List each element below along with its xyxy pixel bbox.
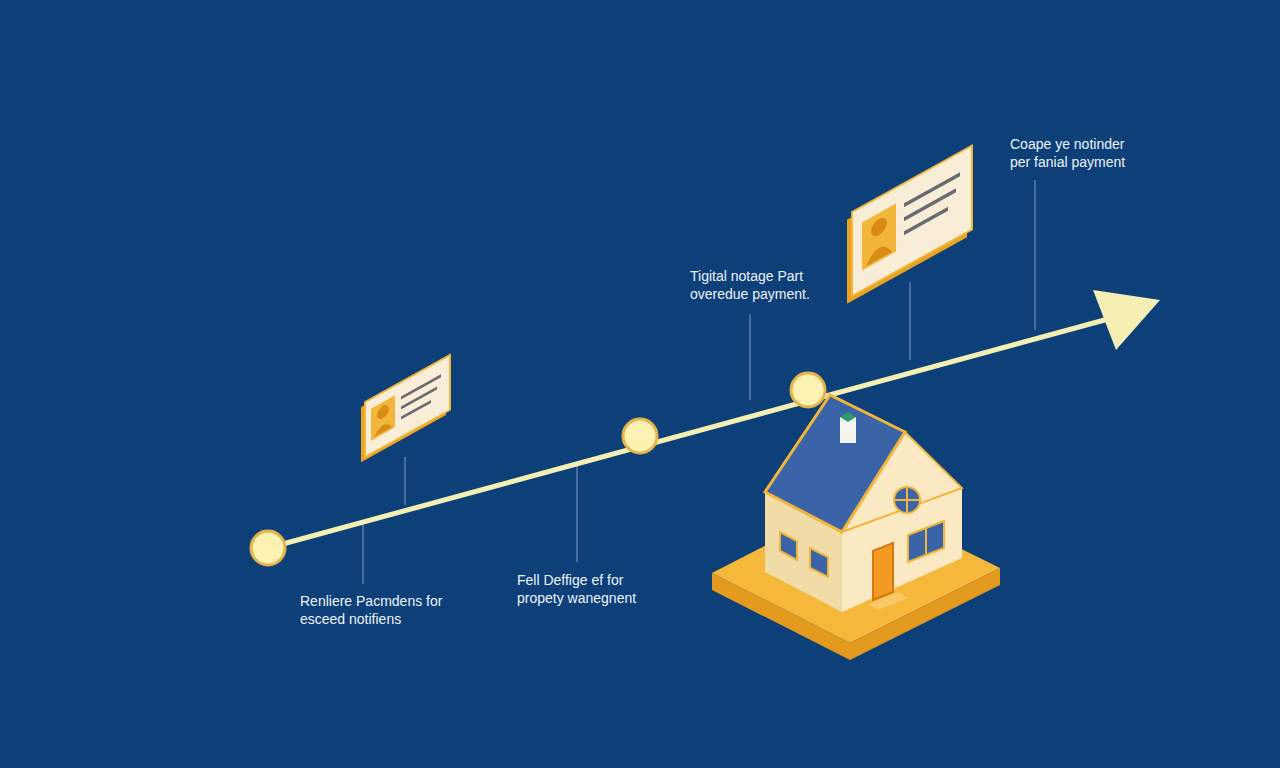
profile-card [361,355,450,462]
timeline-line [268,318,1112,548]
timeline-label: Renliere Pacmdens for esceed notifiens [300,592,475,628]
arrow-head [1093,290,1160,350]
timeline-label: Tigital notage Part overedue payment. [690,267,840,303]
timeline-dots [251,373,825,565]
house-illustration [712,395,1000,660]
timeline-label: Fell Deffige ef for propety wanegnent [517,571,667,607]
timeline-label: Coape ye notinder per fanial payment [1010,135,1145,171]
profile-card [847,145,972,303]
